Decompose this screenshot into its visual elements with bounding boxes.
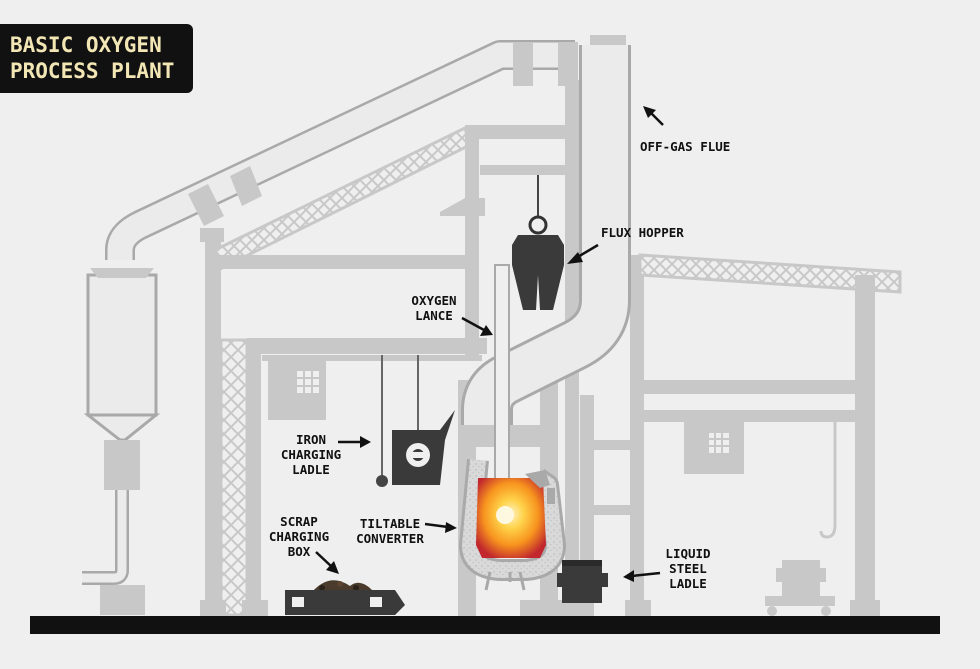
floor [30, 616, 940, 634]
label-iron-line2: CHARGING [280, 447, 342, 462]
label-scrap-charging-box: SCRAP CHARGING BOX [262, 514, 336, 559]
label-steel-line2: STEEL [669, 561, 707, 576]
label-liquid-steel-ladle: LIQUID STEEL LADLE [660, 546, 716, 591]
label-oxygen-lance-line1: OXYGEN [411, 293, 457, 308]
background-ladle [765, 560, 835, 616]
liquid-steel-ladle [557, 560, 608, 603]
label-iron-line1: IRON [295, 432, 327, 447]
label-iron-line3: LADLE [292, 462, 330, 477]
leader-arrows [315, 106, 664, 582]
label-flux-hopper: FLUX HOPPER [601, 225, 684, 240]
label-scrap-line3: BOX [287, 544, 311, 559]
title-line-2: PROCESS PLANT [10, 59, 175, 83]
label-iron-charging-ladle: IRON CHARGING LADLE [276, 432, 346, 477]
iron-charging-ladle [376, 355, 455, 487]
label-oxygen-lance: OXYGEN LANCE [404, 293, 464, 323]
label-scrap-line2: CHARGING [268, 529, 330, 544]
label-steel-line1: LIQUID [665, 546, 711, 561]
label-converter-line1: TILTABLE [359, 516, 421, 531]
label-tiltable-converter: TILTABLE CONVERTER [348, 516, 432, 546]
label-scrap-line1: SCRAP [280, 514, 318, 529]
label-off-gas-flue: OFF-GAS FLUE [640, 139, 731, 154]
label-converter-line2: CONVERTER [356, 531, 424, 546]
building-structure [200, 80, 902, 620]
oxygen-lance [494, 264, 510, 511]
title-line-1: BASIC OXYGEN [10, 33, 162, 57]
title-banner: BASIC OXYGEN PROCESS PLANT [0, 24, 193, 93]
label-steel-line3: LADLE [669, 576, 707, 591]
tiltable-converter [459, 458, 566, 591]
flux-hopper [512, 175, 564, 310]
scrap-charging-box [285, 580, 405, 615]
label-oxygen-lance-line2: LANCE [415, 308, 453, 323]
